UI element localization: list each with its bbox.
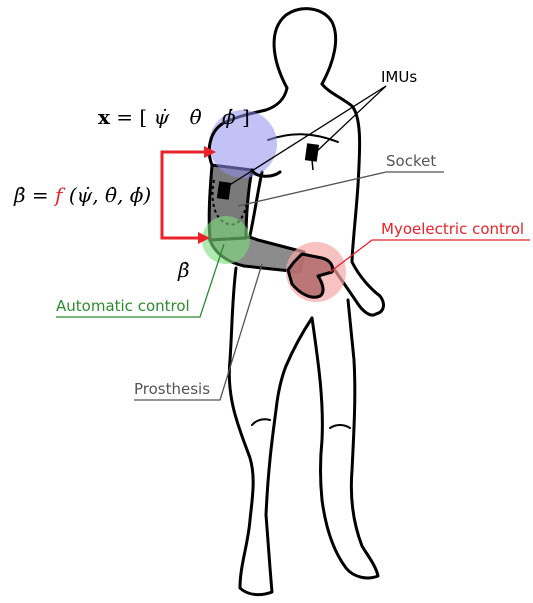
socket-label: Socket [386,152,436,170]
imu-chest-tail [312,160,313,170]
human-body-outline [222,9,383,595]
knee-right [330,425,350,428]
myoelectric-leader [330,240,530,272]
control-law-args: (ψ̇, θ̇, ϕ̇) [69,183,151,207]
myoelectric-label: Myoelectric control [381,220,524,238]
psi-dot: ψ̇ [154,105,170,129]
knee-left [252,419,270,425]
left-leg [229,360,286,595]
theta-dot: θ̇ [190,105,202,129]
elbow-beta-dot: β̇ [177,258,190,282]
imu-leader-chest [316,86,386,152]
imu-sensor-chest [305,143,319,162]
imu-sensor-arm [217,181,231,200]
state-vector-equals: = [ [116,105,147,129]
control-law-equals: = [32,183,55,207]
state-vector-x: x [98,105,111,129]
control-law-equation: β̇ = f (ψ̇, θ̇, ϕ̇) [13,183,151,207]
state-vector-equation: x = [ ψ̇ θ̇ ϕ̇ ] [98,105,250,129]
control-function-f: f [53,183,66,207]
automatic-label: Automatic control [56,297,190,315]
phi-dot: ϕ̇ [222,105,236,129]
right-leg [312,300,378,578]
crotch [286,318,312,366]
elbow-circle [202,216,250,264]
state-vector-close: ] [242,105,250,129]
head [274,9,336,88]
prosthesis-label: Prosthesis [134,380,210,398]
hip-left [230,268,236,360]
beta-dot-lhs: β̇ [13,183,26,207]
imus-label: IMUs [381,68,417,86]
